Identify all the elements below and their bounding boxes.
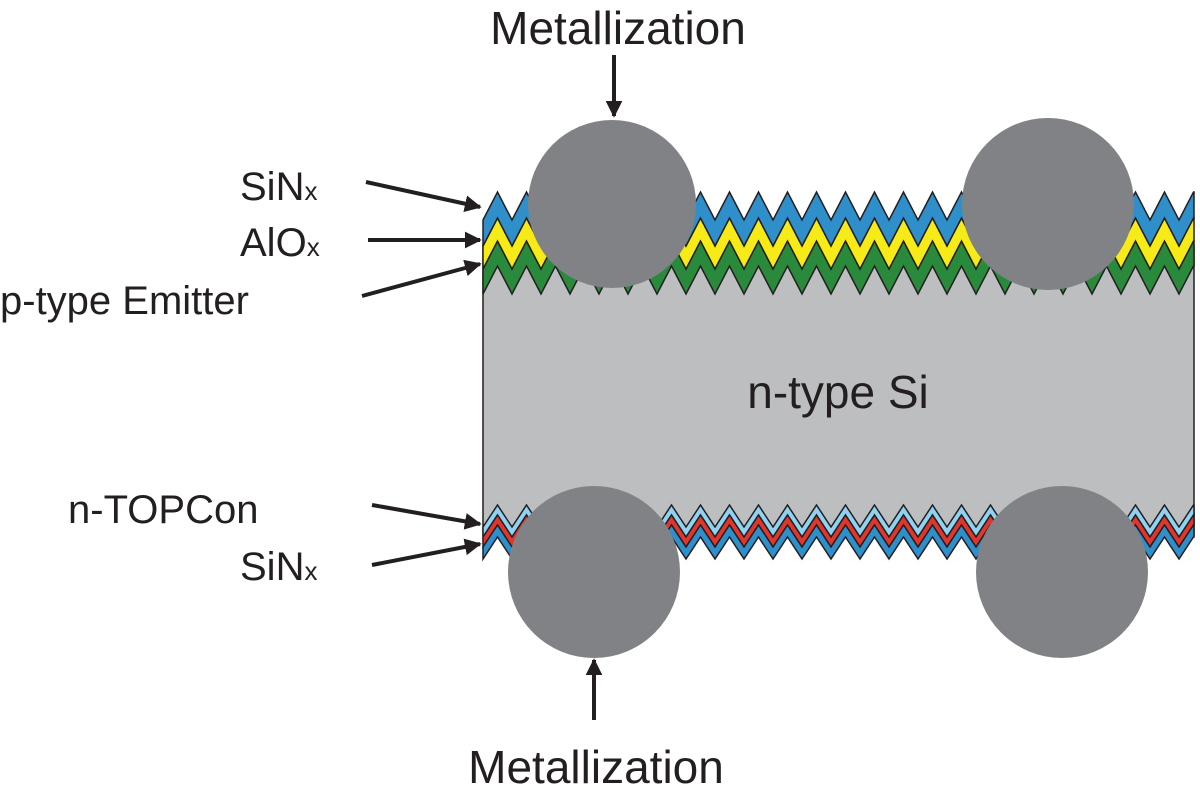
rear-metal-contact-left — [508, 486, 680, 658]
rear-sinx-label-sub: x — [304, 556, 317, 586]
front-metal-contact-right — [962, 118, 1134, 290]
bottom-metallization-label: Metallization — [468, 741, 724, 788]
arrows — [361, 55, 623, 720]
emitter-label: p-type Emitter — [0, 279, 249, 323]
rear-metal-contact-right — [976, 486, 1148, 658]
front-metal-contact-left — [528, 120, 696, 288]
front-sinx-label: SiNx — [240, 165, 317, 209]
front-sinx-label-sub: x — [304, 176, 317, 206]
rear-sinx-label: SiNx — [240, 545, 317, 589]
alox-label-sub: x — [307, 232, 320, 262]
front-sinx-arrow — [365, 180, 482, 212]
rear-sinx-label-base: SiN — [240, 545, 304, 589]
alox-label: AlOx — [240, 221, 320, 265]
rear-sinx-arrow — [371, 538, 482, 567]
alox-label-base: AlO — [240, 221, 307, 265]
topcon-label: n-TOPCon — [68, 488, 258, 532]
topcon-arrow — [371, 503, 482, 530]
bulk-label: n-type Si — [747, 366, 929, 418]
top-metallization-label: Metallization — [490, 2, 746, 54]
emitter-arrow — [361, 259, 482, 298]
front-sinx-label-base: SiN — [240, 165, 304, 209]
